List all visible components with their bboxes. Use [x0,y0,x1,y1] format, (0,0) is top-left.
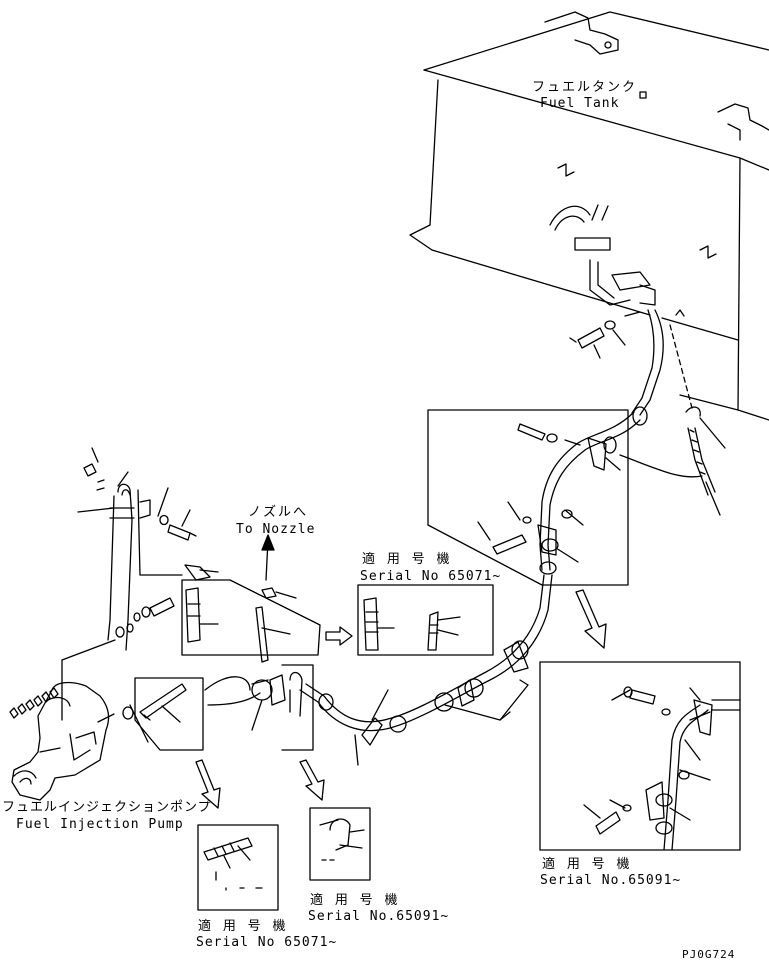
pump-label-en: Fuel Injection Pump [16,817,184,832]
dashed-return-line [669,324,693,409]
serial-title-2: 適 用 号 機 [542,857,632,872]
inset-bottom-right-65091 [539,661,741,851]
serial-title-1: 適 用 号 機 [362,552,452,567]
tank-bolt-assembly [569,311,641,359]
inset-bottom-left-65071 [197,824,279,911]
serial-number-3: Serial No.65091~ [308,909,450,924]
fuel-injection-pump [9,681,115,801]
return-hose [685,406,726,516]
to-nozzle-label-en: To Nozzle [236,522,316,537]
main-fuel-pipe [299,574,553,766]
serial-title-3: 適 用 号 機 [310,893,400,908]
drawing-code: PJ0G724 [682,948,736,961]
inset-tank-clamps [427,406,703,586]
serial-number-2: Serial No.65091~ [540,873,682,888]
pump-feed-panel [122,664,314,751]
to-nozzle-label-jp: ノズルへ [248,505,309,520]
fuel-tank [409,11,769,421]
center-panel [181,564,321,663]
serial-number-1: Serial No 65071~ [360,569,502,584]
to-nozzle-arrow [261,534,275,581]
serial-title-4: 適 用 号 機 [198,919,288,934]
inset-serial-65071-pipe [325,584,494,656]
serial-number-4: Serial No 65071~ [196,935,338,950]
inset-bottom-mid-65091 [309,807,371,881]
fuel-tank-label-jp: フュエルタンク [532,80,638,95]
pump-label-jp: フュエルインジェクションポンプ [2,800,212,815]
left-bracket-pipe [61,447,197,721]
detail-arrows [195,589,607,809]
fuel-tank-label-en: Fuel Tank [540,96,620,111]
